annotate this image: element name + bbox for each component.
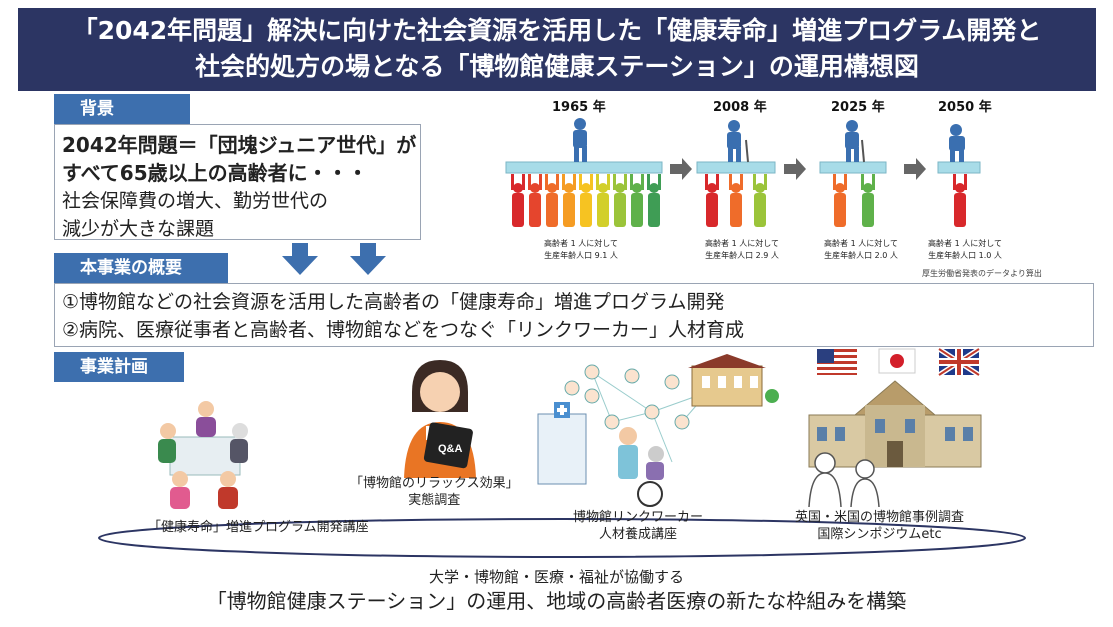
person-node: [624, 368, 640, 384]
ratio-caption-2050-line2: 生産年齢人口 1.0 人: [928, 251, 1002, 260]
worker-figure: [833, 174, 847, 227]
linkworker-caption: 博物館リンクワーカー 人材養成講座: [573, 509, 703, 543]
ratio-caption-2008-line1: 高齢者 1 人に対して: [705, 239, 779, 248]
worker-figure: [545, 174, 559, 227]
worker-figure: [861, 174, 875, 227]
linkworker-with-wheelchair: [618, 427, 664, 507]
year-2050: 2050 年: [938, 100, 992, 115]
worker-figure: [579, 174, 593, 227]
linkworker-caption-line1: 博物館リンクワーカー: [573, 510, 704, 525]
panel-2025: [819, 120, 887, 227]
person-node: [584, 388, 600, 404]
international-museum-illustration: [808, 346, 982, 507]
person-node: [664, 374, 680, 390]
plan-label: 事業計画: [54, 352, 184, 382]
museum-building-icon: [688, 354, 779, 407]
person-node: [644, 404, 660, 420]
background-line-2: すべて65歳以上の高齢者に・・・: [62, 161, 368, 185]
ratio-caption-2008-line2: 生産年齢人口 2.9 人: [705, 251, 779, 260]
worker-figure: [630, 174, 644, 227]
time-arrow-3: [904, 158, 926, 180]
background-line-4: 減少が大きな課題: [62, 218, 215, 240]
year-2025: 2025 年: [831, 100, 885, 115]
international-caption: 英国・米国の博物館事例調査 国際シンポジウムetc: [795, 509, 964, 543]
bottom-statement-line1: 大学・博物館・医療・福祉が協働する: [428, 568, 684, 586]
survey-woman-illustration: Q&A: [404, 360, 476, 478]
visitor-figures: [808, 452, 880, 507]
ratio-caption-2025-line1: 高齢者 1 人に対して: [824, 239, 898, 248]
overview-item-2: ②病院、医療従事者と高齢者、博物館などをつなぐ「リンクワーカー」人材育成: [62, 319, 745, 341]
international-caption-line1: 英国・米国の博物館事例調査: [795, 510, 965, 525]
worker-figure: [753, 174, 767, 227]
museum-building-icon: [808, 380, 982, 468]
international-caption-line2: 国際シンポジウムetc: [817, 527, 942, 542]
title-line-2: 社会的処方の場となる「博物館健康ステーション」の運用構想図: [195, 52, 919, 81]
overview-item-1: ①博物館などの社会資源を活用した高齢者の「健康寿命」増進プログラム開発: [62, 291, 725, 313]
person-node: [674, 414, 690, 430]
down-arrow-2: [350, 243, 386, 275]
time-arrow-1: [670, 158, 692, 180]
background-line-1: 2042年問題＝「団塊ジュニア世代」が: [62, 133, 417, 157]
ratio-caption-2050: 高齢者 1 人に対して 生産年齢人口 1.0 人: [910, 238, 1020, 262]
survey-caption: 「博物館のリラックス効果」 実態調査: [350, 475, 519, 509]
qa-label: Q&A: [438, 443, 463, 455]
japan-flag-icon: [878, 348, 916, 374]
person-node: [604, 414, 620, 430]
background-label: 背景: [54, 94, 190, 124]
person-node: [564, 380, 580, 396]
worker-figure: [647, 174, 661, 227]
bottom-statement-line2: 「博物館健康ステーション」の運用、地域の高齢者医療の新たな枠組みを構築: [206, 589, 907, 613]
worker-figure: [729, 174, 743, 227]
data-source-note: 厚生労働省発表のデータより算出: [922, 269, 1042, 278]
worker-figure: [613, 174, 627, 227]
background-text: 2042年問題＝「団塊ジュニア世代」が すべて65歳以上の高齢者に・・・ 社会保…: [62, 131, 442, 243]
ratio-caption-2025-line2: 生産年齢人口 2.0 人: [824, 251, 898, 260]
overview-label: 本事業の概要: [54, 253, 228, 283]
person-1: [158, 423, 176, 463]
panel-1965: [505, 118, 663, 227]
population-pyramid-figures: [505, 118, 981, 227]
person-node: [584, 364, 600, 380]
worker-figure: [705, 174, 719, 227]
worker-figure: [562, 174, 576, 227]
person-5: [218, 471, 238, 509]
hospital-icon: [537, 402, 587, 485]
background-line-3: 社会保障費の増大、勤労世代の: [62, 190, 329, 212]
survey-caption-line2: 実態調査: [408, 493, 461, 508]
person-3: [230, 423, 248, 463]
ratio-caption-1965: 高齢者 1 人に対して 生産年齢人口 9.1 人: [526, 238, 636, 262]
worker-figure: [511, 174, 525, 227]
person-2: [196, 401, 216, 437]
course-caption: 「健康寿命」増進プログラム開発講座: [148, 520, 369, 535]
ratio-caption-2025: 高齢者 1 人に対して 生産年齢人口 2.0 人: [806, 238, 916, 262]
ratio-caption-1965-line2: 生産年齢人口 9.1 人: [544, 251, 618, 260]
time-arrow-2: [784, 158, 806, 180]
collaboration-ellipse: [98, 518, 1026, 558]
overview-box: [54, 283, 1094, 347]
down-arrow-1: [282, 243, 318, 275]
panel-2050: [937, 124, 981, 227]
worker-figure: [528, 174, 542, 227]
title-line-1: 「2042年問題」解決に向けた社会資源を活用した「健康寿命」増進プログラム開発と: [72, 16, 1042, 45]
panel-2008: [696, 120, 776, 227]
linkworker-caption-line2: 人材養成講座: [599, 527, 678, 542]
year-2008: 2008 年: [713, 100, 767, 115]
year-1965: 1965 年: [552, 100, 606, 115]
link-worker-network-illustration: [537, 354, 779, 507]
worker-figure: [953, 174, 967, 227]
ratio-caption-2050-line1: 高齢者 1 人に対して: [928, 239, 1002, 248]
title-bar: 「2042年問題」解決に向けた社会資源を活用した「健康寿命」増進プログラム開発と…: [18, 8, 1096, 91]
ratio-caption-2008: 高齢者 1 人に対して 生産年齢人口 2.9 人: [687, 238, 797, 262]
person-4: [170, 471, 190, 509]
survey-caption-line1: 「博物館のリラックス効果」: [350, 476, 519, 491]
worker-figure: [596, 174, 610, 227]
uk-flag-icon: [937, 346, 981, 378]
ratio-caption-1965-line1: 高齢者 1 人に対して: [544, 239, 618, 248]
meeting-group-illustration: [158, 401, 248, 509]
background-box: [54, 124, 421, 240]
us-flag-icon: [817, 349, 857, 375]
